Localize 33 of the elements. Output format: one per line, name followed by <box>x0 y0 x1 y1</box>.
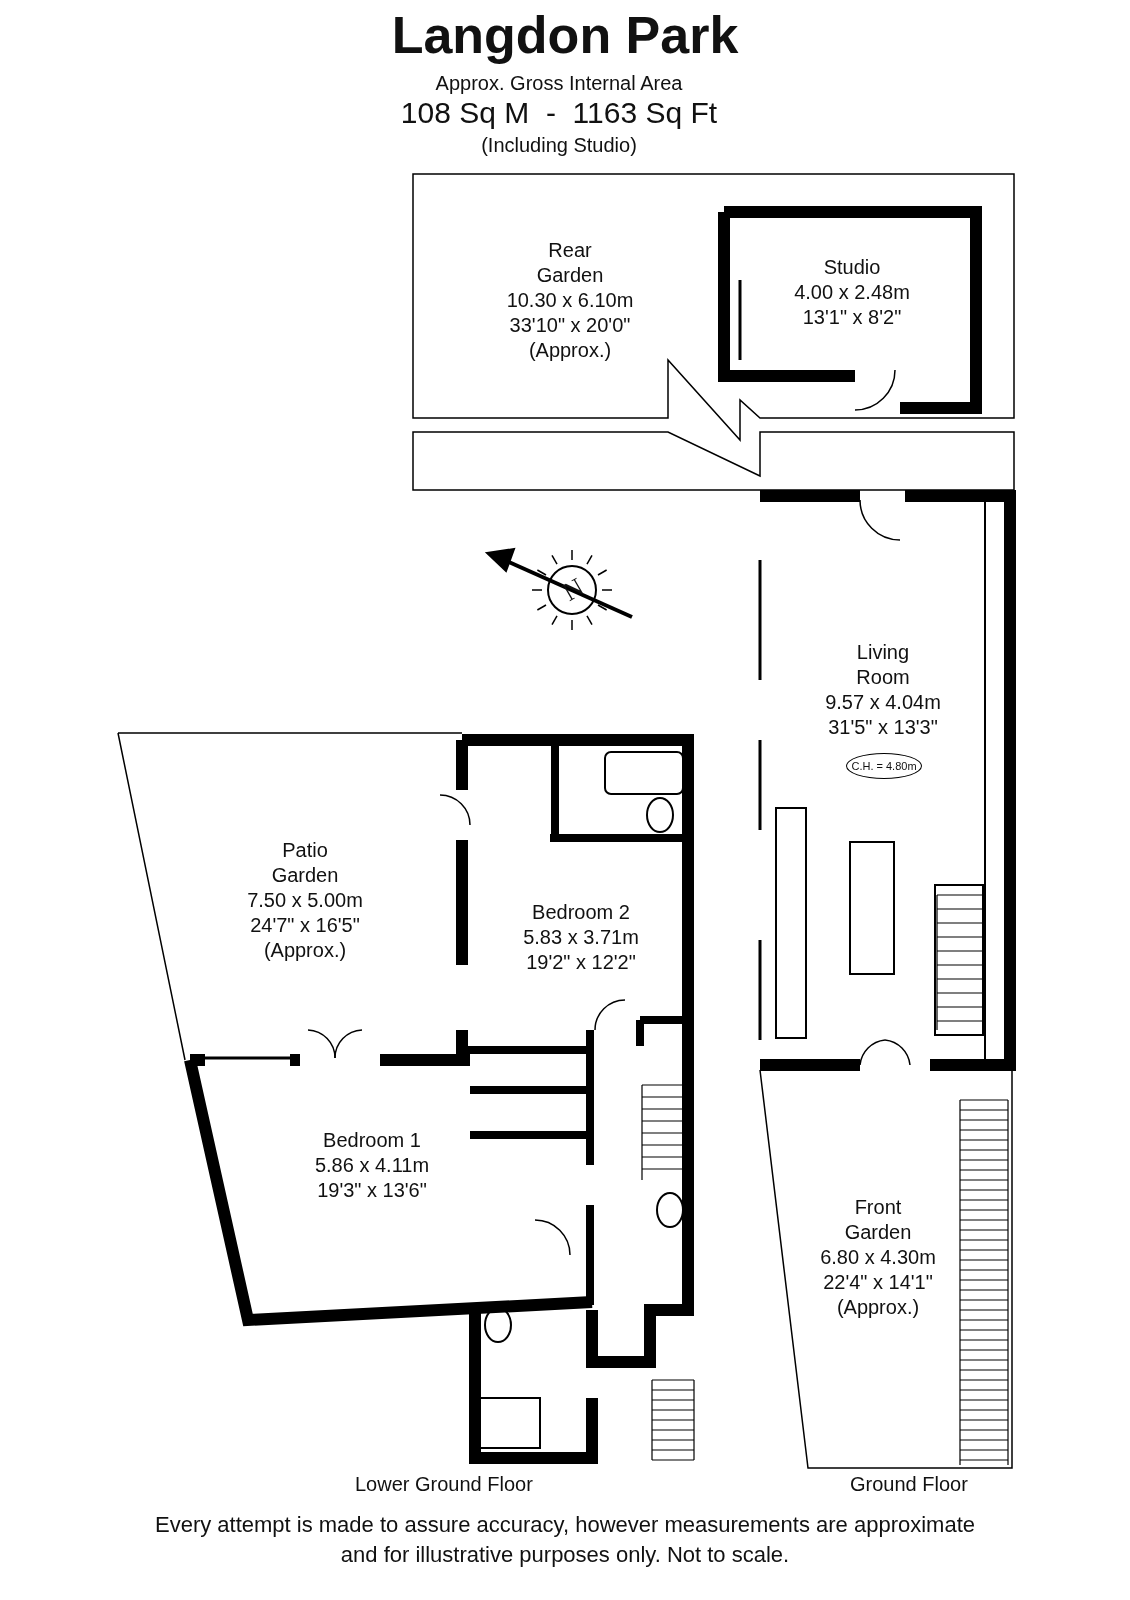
metric-dimensions: 4.00 x 2.48m <box>793 279 911 305</box>
disclaimer-note: Every attempt is made to assure accuracy, however measurements are approximate and for illustrative purposes only. Not to scale. <box>153 1511 977 1569</box>
area-caption: Approx. Gross Internal Area <box>434 72 684 95</box>
metric-dimensions: 6.80 x 4.30m <box>819 1244 937 1270</box>
approx-note: (Approx.) <box>835 1294 921 1320</box>
north-label: N <box>557 572 589 608</box>
approx-note: (Approx.) <box>527 337 613 363</box>
room-name: Studio <box>822 254 882 280</box>
metric-dimensions: 9.57 x 4.04m <box>824 690 942 715</box>
metric-dimensions: 7.50 x 5.00m <box>246 887 364 913</box>
metric-dimensions: 10.30 x 6.10m <box>505 287 635 313</box>
imperial-dimensions: 19'2" x 12'2" <box>525 949 637 975</box>
floor-label: Ground Floor <box>850 1473 968 1496</box>
room-name: Living Room <box>855 640 911 690</box>
imperial-dimensions: 19'3" x 13'6" <box>316 1177 428 1203</box>
imperial-dimensions: 13'1" x 8'2" <box>801 304 903 330</box>
area-figure: 108 Sq M - 1163 Sq Ft <box>399 96 719 130</box>
room-name: Rear Garden <box>535 237 605 288</box>
title: Langdon Park <box>390 5 740 65</box>
metric-dimensions: 5.83 x 3.71m <box>522 924 640 950</box>
imperial-dimensions: 31'5" x 13'3" <box>827 715 939 740</box>
floor-label: Lower Ground Floor <box>355 1473 533 1496</box>
metric-dimensions: 5.86 x 4.11m <box>313 1152 431 1178</box>
approx-note: (Approx.) <box>262 937 348 963</box>
area-note: (Including Studio) <box>480 134 638 157</box>
room-name: Bedroom 1 <box>322 1127 422 1153</box>
imperial-dimensions: 22'4" x 14'1" <box>822 1269 934 1295</box>
room-name: Bedroom 2 <box>531 899 631 925</box>
room-name: Front Garden <box>843 1194 913 1245</box>
room-name: Patio Garden <box>270 837 340 888</box>
imperial-dimensions: 33'10" x 20'0" <box>508 312 632 338</box>
ceiling-height-badge: C.H. = 4.80m <box>846 753 922 779</box>
imperial-dimensions: 24'7" x 16'5" <box>249 912 361 938</box>
